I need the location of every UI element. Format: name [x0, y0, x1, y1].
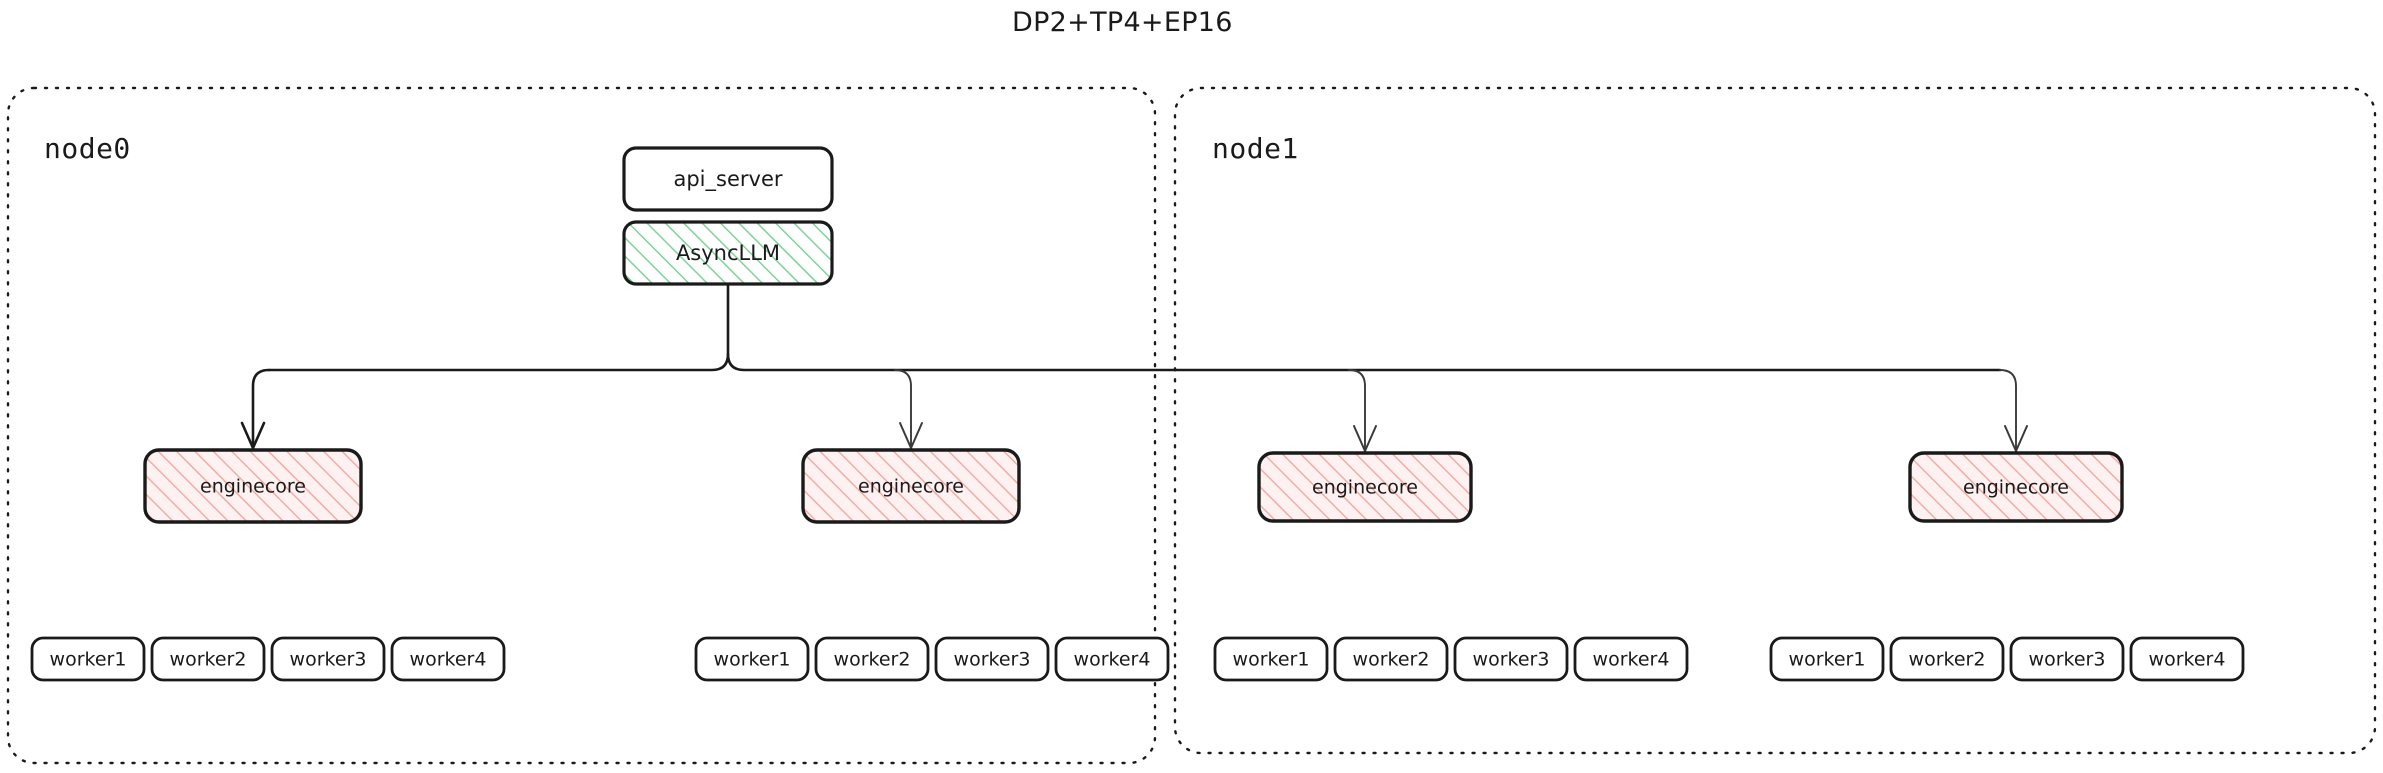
node-container-node1: node1	[1173, 86, 2377, 755]
worker-box-worker1[interactable]	[30, 636, 146, 682]
worker-group-0: worker1 worker2 worker3 worker4	[30, 636, 506, 682]
worker-label-worker4: worker4	[1074, 649, 1151, 671]
box-api_server: api_server	[622, 146, 834, 212]
node-frame-node0	[6, 86, 1157, 765]
worker-box-worker3[interactable]	[270, 636, 386, 682]
box-label-api_server: api_server	[673, 167, 782, 192]
edge-to-enginecore-3	[1999, 369, 2017, 452]
edge-horizontal-bus	[267, 352, 2002, 372]
box-rect-enginecore-0	[143, 448, 363, 524]
worker-label-worker3: worker3	[1473, 649, 1550, 671]
worker-label-worker1: worker1	[714, 649, 791, 671]
diagram-title: DP2+TP4+EP16	[1012, 7, 1233, 38]
node-containers-layer: node0 node1	[6, 86, 2377, 765]
worker-box-worker2[interactable]	[1889, 636, 2005, 682]
box-rect-enginecore-2	[1257, 451, 1473, 523]
box-async_llm: AsyncLLM	[622, 220, 834, 286]
worker-box-worker1[interactable]	[694, 636, 810, 682]
box-rect-async_llm	[622, 220, 834, 286]
box-label-enginecore-0: enginecore	[200, 476, 306, 498]
worker-box-worker2[interactable]	[1333, 636, 1449, 682]
edge-to-enginecore-2	[1348, 369, 1366, 452]
arrowhead-enginecore-0	[240, 421, 266, 450]
edge-to-enginecore-1	[894, 369, 912, 449]
worker-label-worker1: worker1	[1233, 649, 1310, 671]
worker-box-worker2[interactable]	[150, 636, 266, 682]
worker-label-worker3: worker3	[290, 649, 367, 671]
worker-group-1: worker1 worker2 worker3 worker4	[694, 636, 1170, 682]
worker-box-worker3[interactable]	[1453, 636, 1569, 682]
worker-label-worker3: worker3	[2029, 649, 2106, 671]
worker-box-worker1[interactable]	[1769, 636, 1885, 682]
worker-box-worker1[interactable]	[1213, 636, 1329, 682]
worker-box-worker2[interactable]	[814, 636, 930, 682]
box-label-enginecore-3: enginecore	[1963, 477, 2069, 499]
worker-label-worker3: worker3	[954, 649, 1031, 671]
worker-label-worker2: worker2	[834, 649, 911, 671]
worker-label-worker2: worker2	[1909, 649, 1986, 671]
worker-label-worker2: worker2	[170, 649, 247, 671]
worker-group-2: worker1 worker2 worker3 worker4	[1213, 636, 1689, 682]
worker-box-worker3[interactable]	[2009, 636, 2125, 682]
arrowhead-enginecore-3	[2004, 425, 2028, 452]
worker-label-worker1: worker1	[50, 649, 127, 671]
worker-box-worker4[interactable]	[1573, 636, 1689, 682]
edge-to-enginecore-0	[251, 368, 271, 450]
box-rect-enginecore-3	[1908, 451, 2124, 523]
worker-box-worker4[interactable]	[1054, 636, 1170, 682]
worker-box-worker4[interactable]	[390, 636, 506, 682]
worker-group-3: worker1 worker2 worker3 worker4	[1769, 636, 2245, 682]
box-label-async_llm: AsyncLLM	[676, 241, 780, 265]
box-rect-api_server	[622, 146, 834, 212]
worker-label-worker4: worker4	[1593, 649, 1670, 671]
box-enginecore-1: enginecore	[801, 448, 1021, 524]
worker-label-worker4: worker4	[2149, 649, 2226, 671]
box-rect-enginecore-1	[801, 448, 1021, 524]
node-label-node1: node1	[1212, 132, 1299, 165]
box-enginecore-0: enginecore	[143, 448, 363, 524]
worker-label-worker2: worker2	[1353, 649, 1430, 671]
worker-label-worker1: worker1	[1789, 649, 1866, 671]
arrowhead-enginecore-2	[1353, 425, 1377, 452]
arrowhead-enginecore-1	[899, 422, 923, 449]
worker-box-worker3[interactable]	[934, 636, 1050, 682]
box-enginecore-3: enginecore	[1908, 451, 2124, 523]
box-label-enginecore-1: enginecore	[858, 476, 964, 498]
worker-box-worker4[interactable]	[2129, 636, 2245, 682]
node-frame-node1	[1173, 86, 2377, 755]
box-label-enginecore-2: enginecore	[1312, 477, 1418, 499]
worker-label-worker4: worker4	[410, 649, 487, 671]
edges-layer	[240, 282, 2028, 452]
box-enginecore-2: enginecore	[1257, 451, 1473, 523]
node-label-node0: node0	[44, 132, 131, 165]
node-container-node0: node0	[6, 86, 1157, 765]
